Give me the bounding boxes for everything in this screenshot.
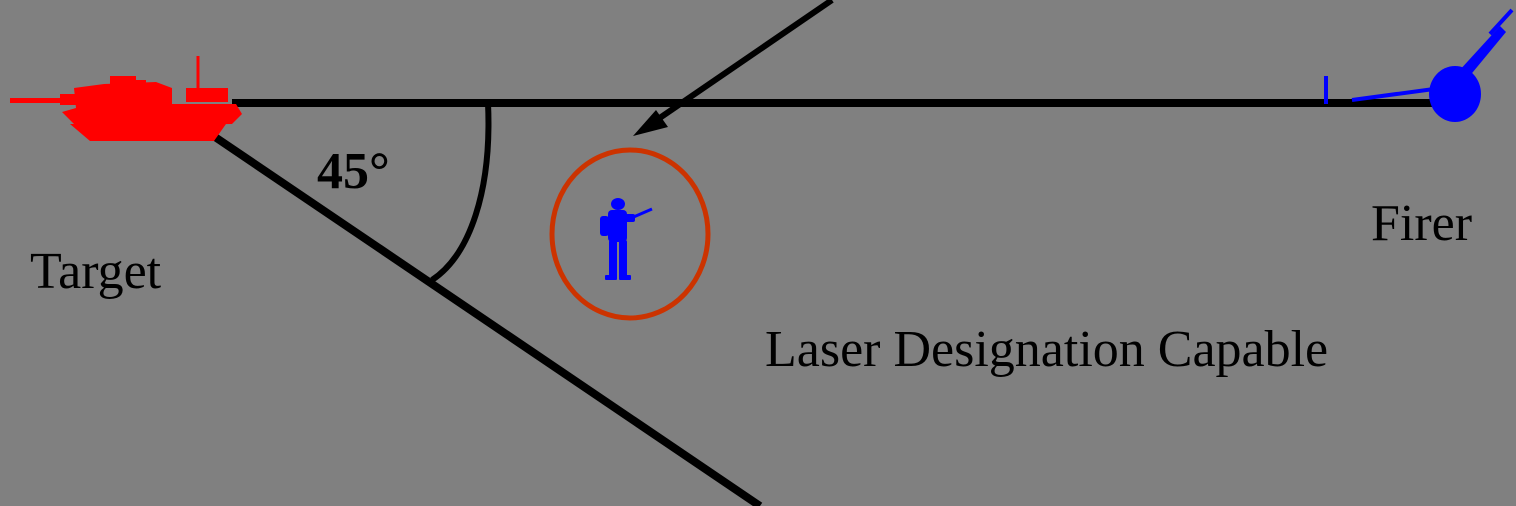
- firer-label: Firer: [1371, 198, 1472, 250]
- soldier-icon: [600, 198, 652, 280]
- angle-arc: [432, 103, 488, 280]
- laser-designation-label: Laser Designation Capable: [765, 324, 1328, 376]
- target-label: Target: [30, 246, 161, 298]
- incoming-arrow: [633, 0, 832, 136]
- tank-icon: [10, 56, 242, 141]
- angle-boundary-line: [215, 137, 760, 506]
- angle-label: 45°: [317, 146, 390, 198]
- observer-ring: [552, 150, 708, 318]
